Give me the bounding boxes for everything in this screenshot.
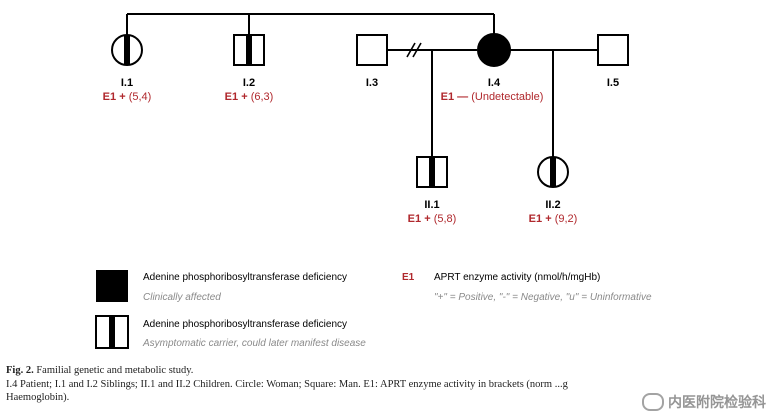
individual-I4-symbol [477, 33, 511, 67]
legend-affected-sub: Clinically affected [143, 292, 221, 303]
label-II1-e1-key: E1 [408, 213, 421, 225]
legend-carrier-title: Adenine phosphoribosyltransferase defici… [143, 319, 347, 330]
legend-e1-key: E1 [402, 272, 415, 283]
pedigree-lines [126, 13, 598, 157]
caption-line-1: Fig. 2. Familial genetic and metabolic s… [6, 364, 770, 378]
label-I1-e1-key: E1 [103, 91, 116, 103]
label-I2-value: (6,3) [251, 91, 274, 103]
label-I3-id: I.3 [366, 77, 378, 89]
label-I4-value: (Undetectable) [471, 91, 543, 103]
legend-carrier-swatch [95, 315, 129, 349]
label-II2-e1: E1 + (9,2) [529, 213, 578, 225]
label-I4-e1-key: E1 [441, 91, 454, 103]
label-I2-sign: + [241, 91, 247, 103]
label-I1-e1: E1 + (5,4) [103, 91, 152, 103]
legend-affected-swatch [96, 270, 128, 302]
label-II1-id: II.1 [424, 199, 439, 211]
label-II1-sign: + [424, 213, 430, 225]
legend-carrier-sub: Asymptomatic carrier, could later manife… [142, 338, 366, 349]
label-I4-e1: E1 — (Undetectable) [441, 91, 544, 103]
label-I5-id: I.5 [607, 77, 619, 89]
caption-line-2-tail: ...g [554, 378, 568, 390]
label-I4-id: I.4 [488, 77, 501, 89]
watermark: 内医附院检验科 [642, 392, 766, 412]
label-I2-id: I.2 [243, 77, 255, 89]
individual-I5-symbol [597, 34, 629, 66]
individual-I2-symbol [233, 34, 265, 66]
label-II2-sign: + [545, 213, 551, 225]
label-I2-e1: E1 + (6,3) [225, 91, 274, 103]
label-I1-value: (5,4) [129, 91, 152, 103]
individual-I1-symbol [111, 34, 143, 66]
label-II2-e1-key: E1 [529, 213, 542, 225]
label-I1-sign: + [119, 91, 125, 103]
label-II2-id: II.2 [545, 199, 560, 211]
individual-II2-symbol [537, 156, 569, 188]
legend-e1-sub: "+" = Positive, "-" = Negative, "u" = Un… [434, 292, 652, 303]
label-I1-id: I.1 [121, 77, 133, 89]
figure-caption: Fig. 2. Familial genetic and metabolic s… [6, 364, 770, 405]
caption-line-2-text: I.4 Patient; I.1 and I.2 Siblings; II.1 … [6, 378, 553, 390]
legend-affected-title: Adenine phosphoribosyltransferase defici… [143, 272, 347, 283]
caption-line-2: I.4 Patient; I.1 and I.2 Siblings; II.1 … [6, 378, 770, 392]
individual-II1-symbol [416, 156, 448, 188]
label-I4-sign: — [457, 91, 468, 103]
watermark-text: 内医附院检验科 [668, 395, 766, 411]
label-II1-value: (5,8) [434, 213, 457, 225]
label-II1-e1: E1 + (5,8) [408, 213, 457, 225]
wechat-icon [642, 393, 664, 411]
legend-e1-title: APRT enzyme activity (nmol/h/mgHb) [434, 272, 600, 283]
caption-fig-label: Fig. 2. [6, 365, 34, 376]
separation-mark [406, 42, 422, 58]
caption-line-3: Haemoglobin). [6, 392, 70, 403]
label-I2-e1-key: E1 [225, 91, 238, 103]
label-II2-value: (9,2) [555, 213, 578, 225]
individual-I3-symbol [356, 34, 388, 66]
legend: Adenine phosphoribosyltransferase defici… [95, 270, 652, 349]
caption-title: Familial genetic and metabolic study. [36, 365, 194, 376]
